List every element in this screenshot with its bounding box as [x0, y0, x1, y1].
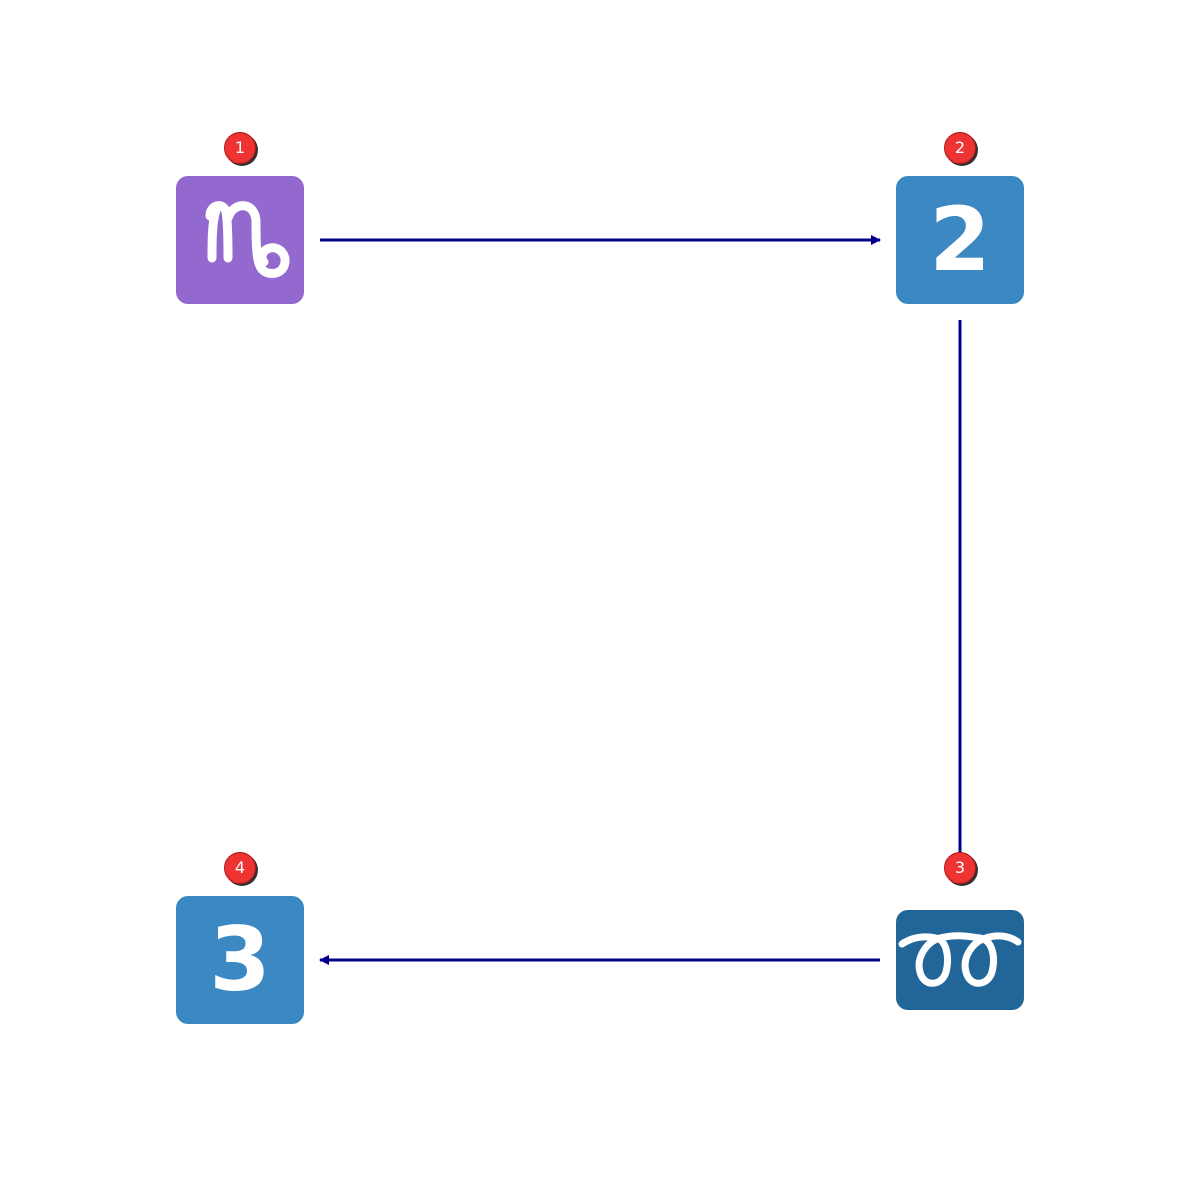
tile-label: 3: [209, 908, 271, 1011]
tile-label: 2: [929, 188, 991, 291]
node-badge: 2: [944, 132, 976, 164]
node-1[interactable]: 1: [176, 132, 304, 304]
node-badge: 1: [224, 132, 256, 164]
node-3[interactable]: 3: [896, 852, 1024, 1010]
keycap-digit-three-icon: 3: [176, 896, 304, 1024]
node-4[interactable]: 4 3: [176, 852, 304, 1024]
node-badge: 4: [224, 852, 256, 884]
double-curly-loop-icon: [896, 910, 1024, 1010]
capricorn-icon: [176, 176, 304, 304]
node-badge: 3: [944, 852, 976, 884]
node-2[interactable]: 2 2: [896, 132, 1024, 304]
keycap-digit-two-icon: 2: [896, 176, 1024, 304]
